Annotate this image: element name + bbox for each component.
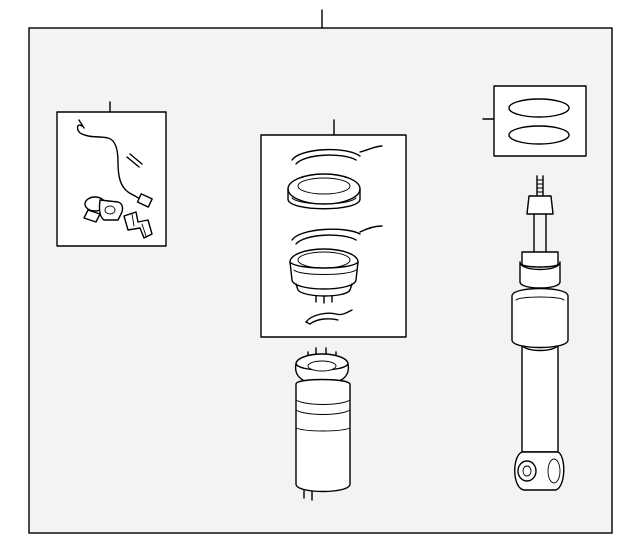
sensor-wiring-kit-icon [56, 101, 167, 247]
shock-absorber-icon [511, 175, 569, 491]
air-spring-icon [294, 347, 351, 501]
o-ring-seals-icon [482, 85, 587, 157]
air-spring-bellows-kit-icon [260, 119, 407, 338]
